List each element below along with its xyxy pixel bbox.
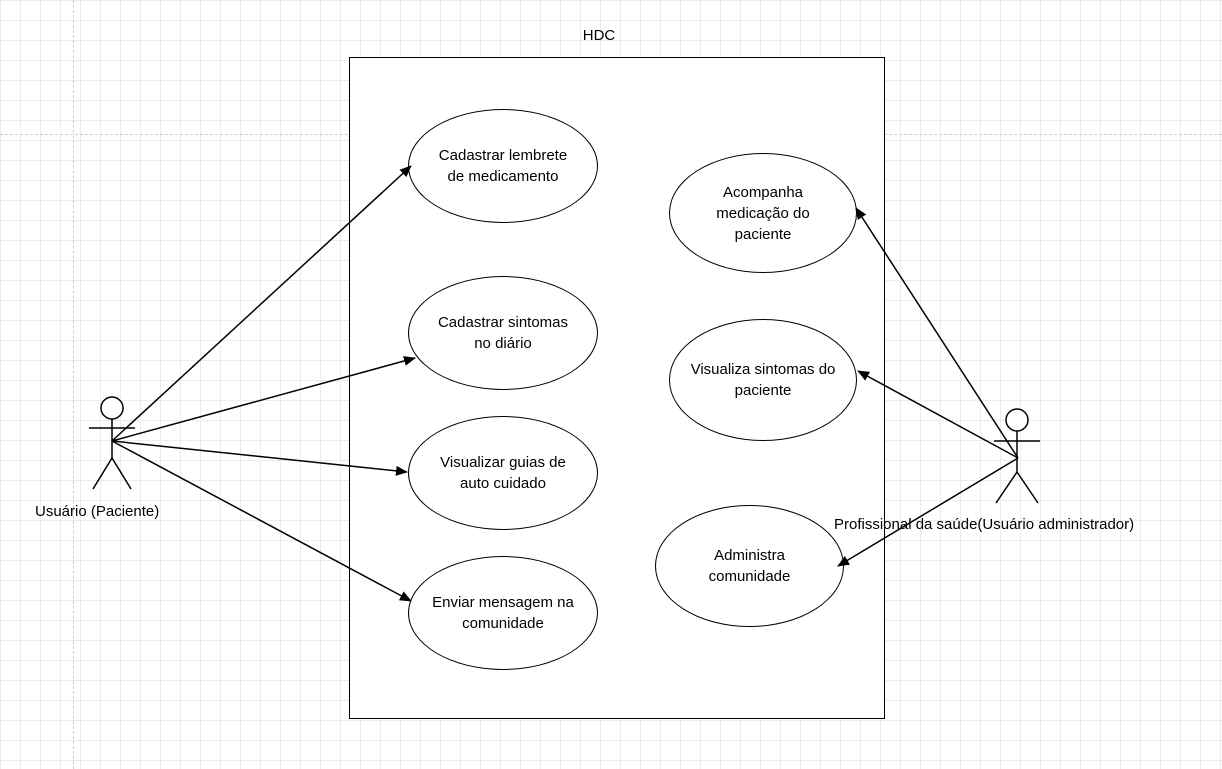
actor-patient-head: [100, 396, 124, 420]
association-patient-enviar-mensagem[interactable]: [111, 440, 412, 602]
association-professional-administra-comunidade[interactable]: [837, 457, 1019, 567]
usecase-cadastrar-sintomas-label: Cadastrar sintomas no diário: [437, 314, 569, 352]
actor-professional-left-leg: [995, 471, 1018, 504]
usecase-acompanha-medicacao[interactable]: Acompanha medicação do paciente: [669, 153, 857, 273]
usecase-visualizar-guias-label: Visualizar guias de auto cuidado: [440, 454, 566, 492]
association-patient-cadastrar-sintomas[interactable]: [111, 356, 416, 442]
actor-patient-label: Usuário (Paciente): [35, 503, 160, 520]
association-patient-cadastrar-lembrete[interactable]: [111, 165, 412, 442]
usecase-cadastrar-lembrete-label: Cadastrar lembrete de medicamento: [438, 147, 568, 185]
actor-professional-head: [1005, 408, 1029, 432]
association-professional-visualiza-sintomas[interactable]: [857, 370, 1019, 459]
actor-professional-right-leg: [1016, 471, 1039, 504]
canvas-page-guide-vertical: [73, 0, 74, 769]
actor-patient-right-leg: [111, 457, 132, 490]
usecase-visualiza-sintomas-label: Visualiza sintomas do paciente: [690, 361, 836, 399]
usecase-enviar-mensagem-label: Enviar mensagem na comunidade: [432, 594, 574, 632]
actor-patient-left-leg: [92, 457, 113, 490]
usecase-visualizar-guias[interactable]: Visualizar guias de auto cuidado: [408, 416, 598, 530]
usecase-cadastrar-sintomas[interactable]: Cadastrar sintomas no diário: [408, 276, 598, 390]
usecase-enviar-mensagem[interactable]: Enviar mensagem na comunidade: [408, 556, 598, 670]
usecase-administra-comunidade[interactable]: Administra comunidade: [655, 505, 844, 627]
usecase-acompanha-medicacao-label: Acompanha medicação do paciente: [716, 183, 810, 243]
system-boundary-title: HDC: [582, 27, 616, 44]
association-patient-visualizar-guias[interactable]: [111, 440, 408, 476]
association-professional-acompanha-medicacao[interactable]: [855, 207, 1019, 459]
actor-professional-label: Profissional da saúde(Usuário administra…: [834, 516, 1135, 533]
usecase-administra-comunidade-label: Administra comunidade: [708, 547, 791, 585]
actor-professional-figure[interactable]: [994, 408, 1040, 504]
usecase-cadastrar-lembrete[interactable]: Cadastrar lembrete de medicamento: [408, 109, 598, 223]
usecase-visualiza-sintomas[interactable]: Visualiza sintomas do paciente: [669, 319, 857, 441]
actor-patient-figure[interactable]: [89, 396, 135, 490]
